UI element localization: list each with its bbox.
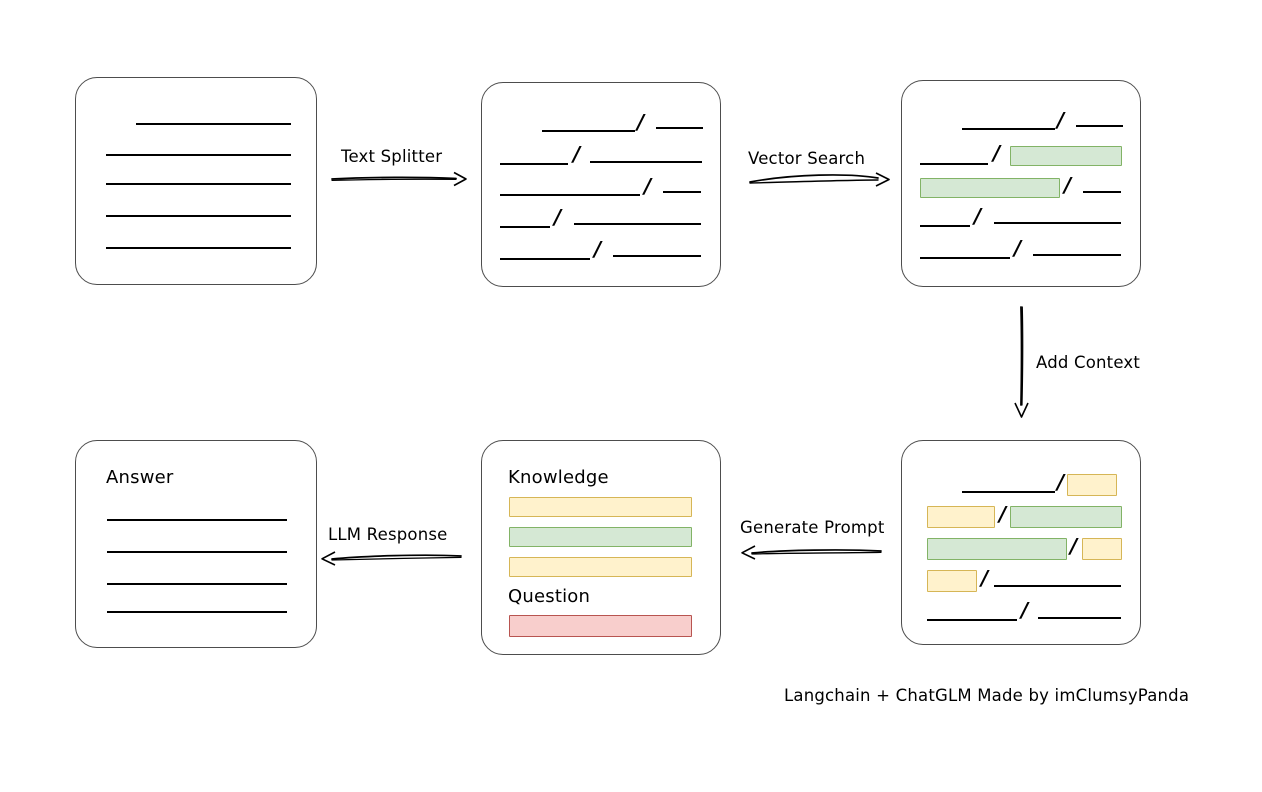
chunk-line-2a bbox=[500, 163, 568, 165]
answer-line-3 bbox=[107, 583, 287, 585]
edge-label-add-context: Add Context bbox=[1036, 353, 1141, 372]
match-slash-4: / bbox=[974, 204, 982, 228]
enrich-highlight-3a bbox=[927, 538, 1067, 560]
chunk-line-2b bbox=[590, 161, 702, 163]
enrich-highlight-2b bbox=[1010, 506, 1122, 528]
enrich-line-4b bbox=[994, 585, 1121, 587]
footer-credit: Langchain + ChatGLM Made by imClumsyPand… bbox=[784, 686, 1190, 705]
node-prompt[interactable]: Knowledge Question bbox=[481, 440, 721, 655]
arrow-generate-prompt bbox=[741, 545, 882, 560]
match-line-1a bbox=[962, 128, 1055, 130]
match-line-4b bbox=[994, 222, 1121, 224]
match-line-3b bbox=[1083, 191, 1121, 193]
prompt-knowledge-bar-1 bbox=[509, 497, 692, 517]
arrow-add-context bbox=[1014, 306, 1029, 418]
enrich-line-5a bbox=[927, 619, 1017, 621]
node-split-chunks[interactable]: / / / / / bbox=[481, 82, 721, 287]
answer-line-1 bbox=[107, 519, 287, 521]
match-line-2a bbox=[920, 163, 988, 165]
match-line-4a bbox=[920, 225, 970, 227]
enrich-highlight-2a bbox=[927, 506, 995, 528]
chunk-slash-1: / bbox=[637, 110, 645, 134]
prompt-knowledge-bar-3 bbox=[509, 557, 692, 577]
answer-line-4 bbox=[107, 611, 287, 613]
doc-line-1 bbox=[136, 123, 291, 125]
node-context-enriched-chunks[interactable]: / / / / / bbox=[901, 440, 1141, 645]
enrich-slash-4: / bbox=[981, 566, 989, 590]
doc-line-4 bbox=[106, 215, 291, 217]
chunk-slash-5: / bbox=[594, 237, 602, 261]
match-slash-2: / bbox=[993, 141, 1001, 165]
enrich-highlight-4a bbox=[927, 570, 977, 592]
enrich-slash-2: / bbox=[999, 502, 1007, 526]
enrich-line-5b bbox=[1038, 617, 1121, 619]
doc-line-2 bbox=[106, 154, 291, 156]
match-highlight-2b bbox=[1010, 146, 1122, 166]
match-slash-5: / bbox=[1014, 236, 1022, 260]
match-slash-3: / bbox=[1064, 173, 1072, 197]
chunk-line-3a bbox=[500, 194, 640, 196]
node-answer[interactable]: Answer bbox=[75, 440, 317, 648]
answer-line-2 bbox=[107, 551, 287, 553]
chunk-line-4a bbox=[500, 226, 550, 228]
node-vector-matched-chunks[interactable]: / / / / / bbox=[901, 80, 1141, 287]
doc-line-5 bbox=[106, 247, 291, 249]
answer-heading: Answer bbox=[106, 467, 174, 488]
chunk-line-5a bbox=[500, 258, 590, 260]
chunk-slash-3: / bbox=[644, 174, 652, 198]
enrich-highlight-1b bbox=[1067, 474, 1117, 496]
edge-label-vector-search: Vector Search bbox=[748, 149, 866, 168]
prompt-question-bar-1 bbox=[509, 615, 692, 637]
match-highlight-3a bbox=[920, 178, 1060, 198]
enrich-highlight-3b bbox=[1082, 538, 1122, 560]
edge-label-generate-prompt: Generate Prompt bbox=[740, 518, 885, 537]
chunk-line-5b bbox=[613, 255, 701, 257]
edge-label-text-splitter: Text Splitter bbox=[341, 147, 443, 166]
match-line-5a bbox=[920, 257, 1010, 259]
arrow-text-splitter bbox=[331, 171, 467, 187]
chunk-line-4b bbox=[574, 223, 701, 225]
node-source-document[interactable] bbox=[75, 77, 317, 285]
arrow-llm-response bbox=[321, 551, 462, 566]
chunk-line-1b bbox=[656, 127, 703, 129]
chunk-slash-4: / bbox=[554, 205, 562, 229]
match-line-5b bbox=[1033, 254, 1121, 256]
chunk-line-3b bbox=[663, 191, 701, 193]
match-slash-1: / bbox=[1057, 108, 1065, 132]
edge-label-llm-response: LLM Response bbox=[328, 525, 448, 544]
chunk-line-1a bbox=[542, 130, 635, 132]
enrich-slash-5: / bbox=[1021, 598, 1029, 622]
chunk-slash-2: / bbox=[573, 142, 581, 166]
match-line-1b bbox=[1076, 125, 1123, 127]
prompt-knowledge-bar-2 bbox=[509, 527, 692, 547]
prompt-heading-knowledge: Knowledge bbox=[508, 467, 609, 488]
enrich-slash-3: / bbox=[1070, 534, 1078, 558]
arrow-vector-search bbox=[749, 172, 890, 187]
prompt-heading-question: Question bbox=[508, 586, 591, 607]
enrich-line-1a bbox=[962, 491, 1055, 493]
doc-line-3 bbox=[106, 183, 291, 185]
enrich-slash-1: / bbox=[1057, 470, 1065, 494]
